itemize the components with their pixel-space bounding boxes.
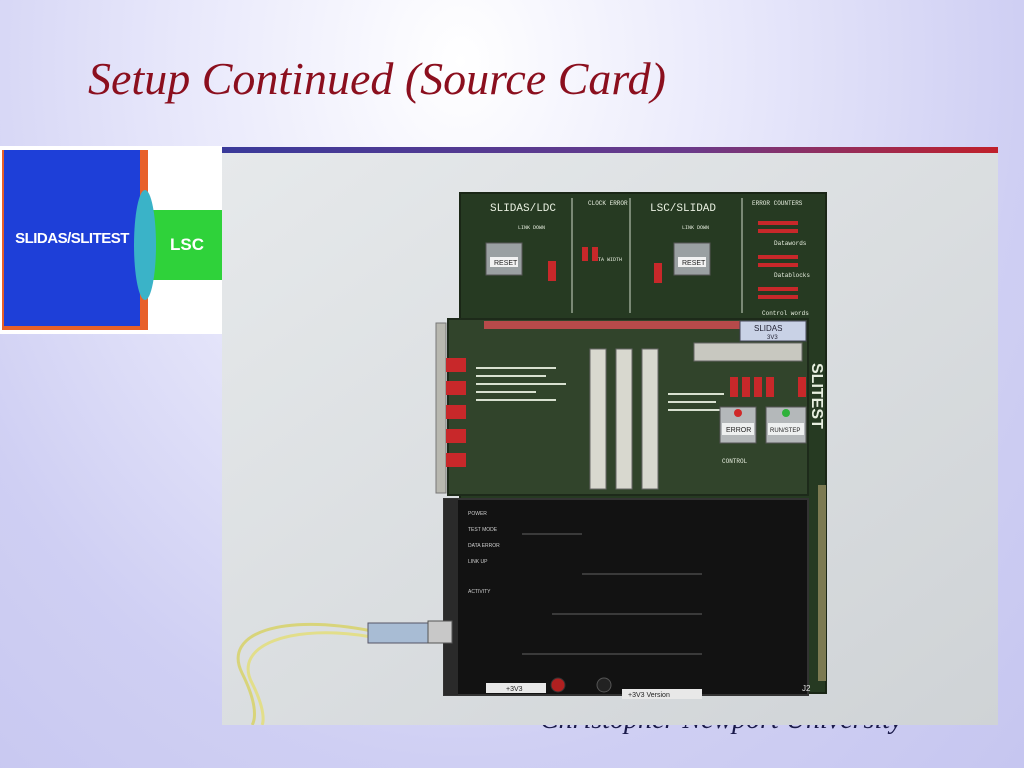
label-plus-3v3: +3V3 (506, 686, 523, 693)
label-j2: J2 (802, 684, 811, 693)
svg-text:3V3: 3V3 (767, 335, 778, 341)
red-terminal (550, 677, 566, 693)
label-error-counters: ERROR COUNTERS (752, 200, 803, 207)
fiber-cable (236, 620, 453, 725)
label-link-down-right: LINK DOWN (682, 225, 709, 231)
label-plus-3v3-version: +3V3 Version (628, 692, 670, 699)
svg-text:SLIDAS: SLIDAS (754, 324, 782, 333)
label-test-mode: TEST MODE (468, 527, 498, 533)
board-photo: SLIDAS/LDC CLOCK ERROR LSC/SLIDAD ERROR … (222, 153, 998, 725)
connection-diagram: SLIDAS/SLITEST LSC (0, 146, 222, 334)
label-data-width: DATA WIDTH (592, 257, 622, 263)
board-photo-svg: SLIDAS/LDC CLOCK ERROR LSC/SLIDAD ERROR … (222, 153, 998, 725)
connector-ellipse (134, 190, 156, 300)
label-datablocks: Datablocks (774, 272, 810, 279)
label-data-error: DATA ERROR (468, 543, 500, 549)
svg-text:ERROR: ERROR (726, 427, 751, 434)
source-card: POWER TEST MODE DATA ERROR LINK UP ACTIV… (443, 498, 809, 696)
lsc-block: LSC (152, 210, 222, 280)
label-datawords: Datawords (774, 240, 807, 247)
slidas-mezzanine: SLIDAS 3V3 (435, 318, 809, 496)
label-control-words: Control words (762, 310, 809, 317)
black-terminal (596, 677, 612, 693)
label-power: POWER (468, 511, 487, 517)
reset-label-left: RESET (494, 260, 518, 267)
label-lsc-slidad: LSC/SLIDAD (650, 203, 716, 215)
label-slitest: SLITEST (808, 363, 825, 429)
label-activity: ACTIVITY (468, 589, 491, 595)
label-slidas-ldc: SLIDAS/LDC (490, 203, 556, 215)
slidas-3v3-label (739, 320, 807, 342)
label-clock-error: CLOCK ERROR (588, 200, 628, 207)
slide-title: Setup Continued (Source Card) (88, 53, 666, 104)
reset-label-right: RESET (682, 260, 706, 267)
slidas-slitest-block: SLIDAS/SLITEST (4, 150, 140, 326)
label-link-down-left: LINK DOWN (518, 225, 545, 231)
title-divider (222, 147, 998, 153)
svg-text:RUN/STEP: RUN/STEP (770, 428, 800, 434)
label-link-up: LINK UP (468, 559, 488, 565)
label-control: CONTROL (722, 458, 748, 465)
